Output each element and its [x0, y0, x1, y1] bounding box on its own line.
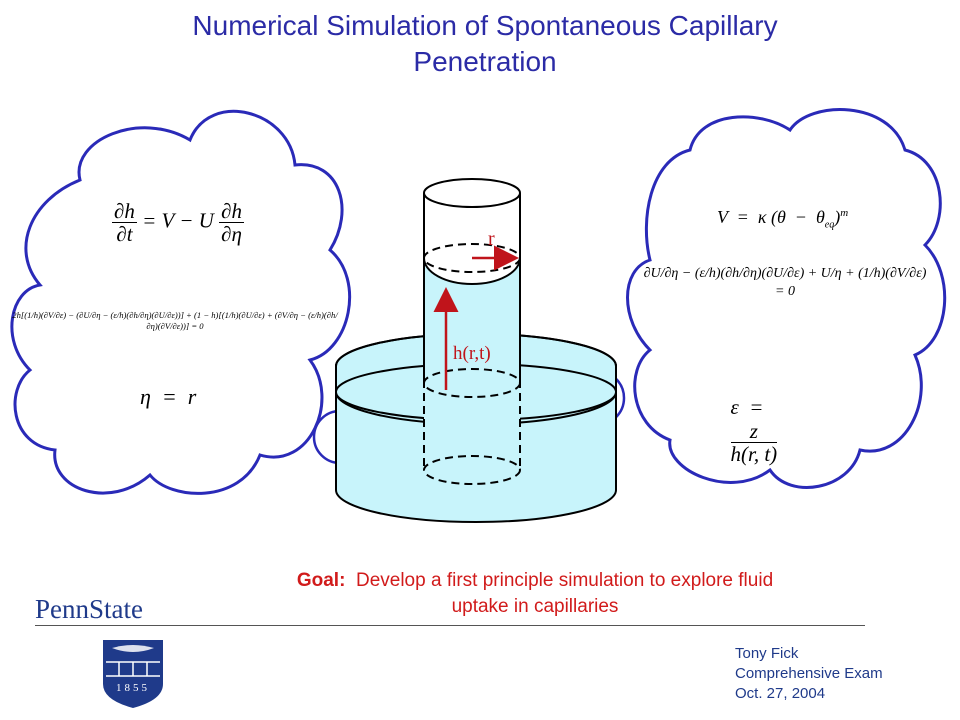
label-r: r: [488, 228, 495, 250]
goal-prefix: Goal:: [296, 570, 346, 591]
event-date: Oct. 27, 2004: [735, 685, 826, 702]
label-h: h(r,t): [453, 343, 491, 364]
right-eq-2: ∂U/∂η − (ε/h)(∂h/∂η)(∂U/∂ε) + U/η + (1/h…: [643, 266, 927, 299]
eq-fraction-den: h(r, t): [730, 442, 778, 467]
eq-fraction-num: ∂h: [219, 199, 244, 224]
eq-fraction-num: z: [730, 420, 778, 444]
eq-fraction-den: ∂t: [116, 222, 133, 247]
eq-middle: = V − U: [142, 208, 214, 233]
eq-fraction-num: ∂h: [112, 199, 137, 224]
left-eq-1: ∂h∂t = V − U ∂h∂η: [112, 200, 244, 245]
seal-year: 1855: [116, 682, 150, 694]
eq-body: V = κ (θ − θ: [717, 207, 825, 227]
title-line-2: Penetration: [413, 46, 557, 77]
eq-fraction-den: ∂η: [221, 222, 242, 247]
penn-state-wordmark: PennState: [35, 594, 143, 624]
penn-state-seal: [103, 640, 163, 708]
left-eq-2: 2h[(1/h)(∂V/∂ε) − (∂U/∂η − (ε/h)(∂h/∂η)(…: [12, 310, 338, 331]
author-block: Tony Fick Comprehensive Exam Oct. 27, 20…: [735, 644, 883, 704]
goal-statement: Goal: Develop a first principle simulati…: [215, 568, 855, 620]
capillary-tube: [423, 178, 521, 485]
left-thought-cloud: [10, 110, 352, 495]
event-name: Comprehensive Exam: [735, 665, 883, 682]
slide-title: Numerical Simulation of Spontaneous Capi…: [100, 8, 870, 80]
right-eq-1: V = κ (θ − θeq)m: [708, 186, 848, 231]
goal-line-2: uptake in capillaries: [451, 596, 619, 617]
right-thought-cloud: [626, 108, 947, 489]
eq-subscript: eq: [824, 219, 835, 231]
author-name: Tony Fick: [735, 645, 799, 662]
eq-lhs: ε =: [730, 395, 764, 419]
goal-line-1: Develop a first principle simulation to …: [355, 570, 774, 591]
eq-tail: ): [834, 207, 841, 227]
eq-superscript: m: [840, 207, 849, 219]
title-line-1: Numerical Simulation of Spontaneous Capi…: [192, 10, 778, 41]
left-eq-3: η = r: [140, 384, 197, 409]
footer-divider: [35, 625, 865, 626]
